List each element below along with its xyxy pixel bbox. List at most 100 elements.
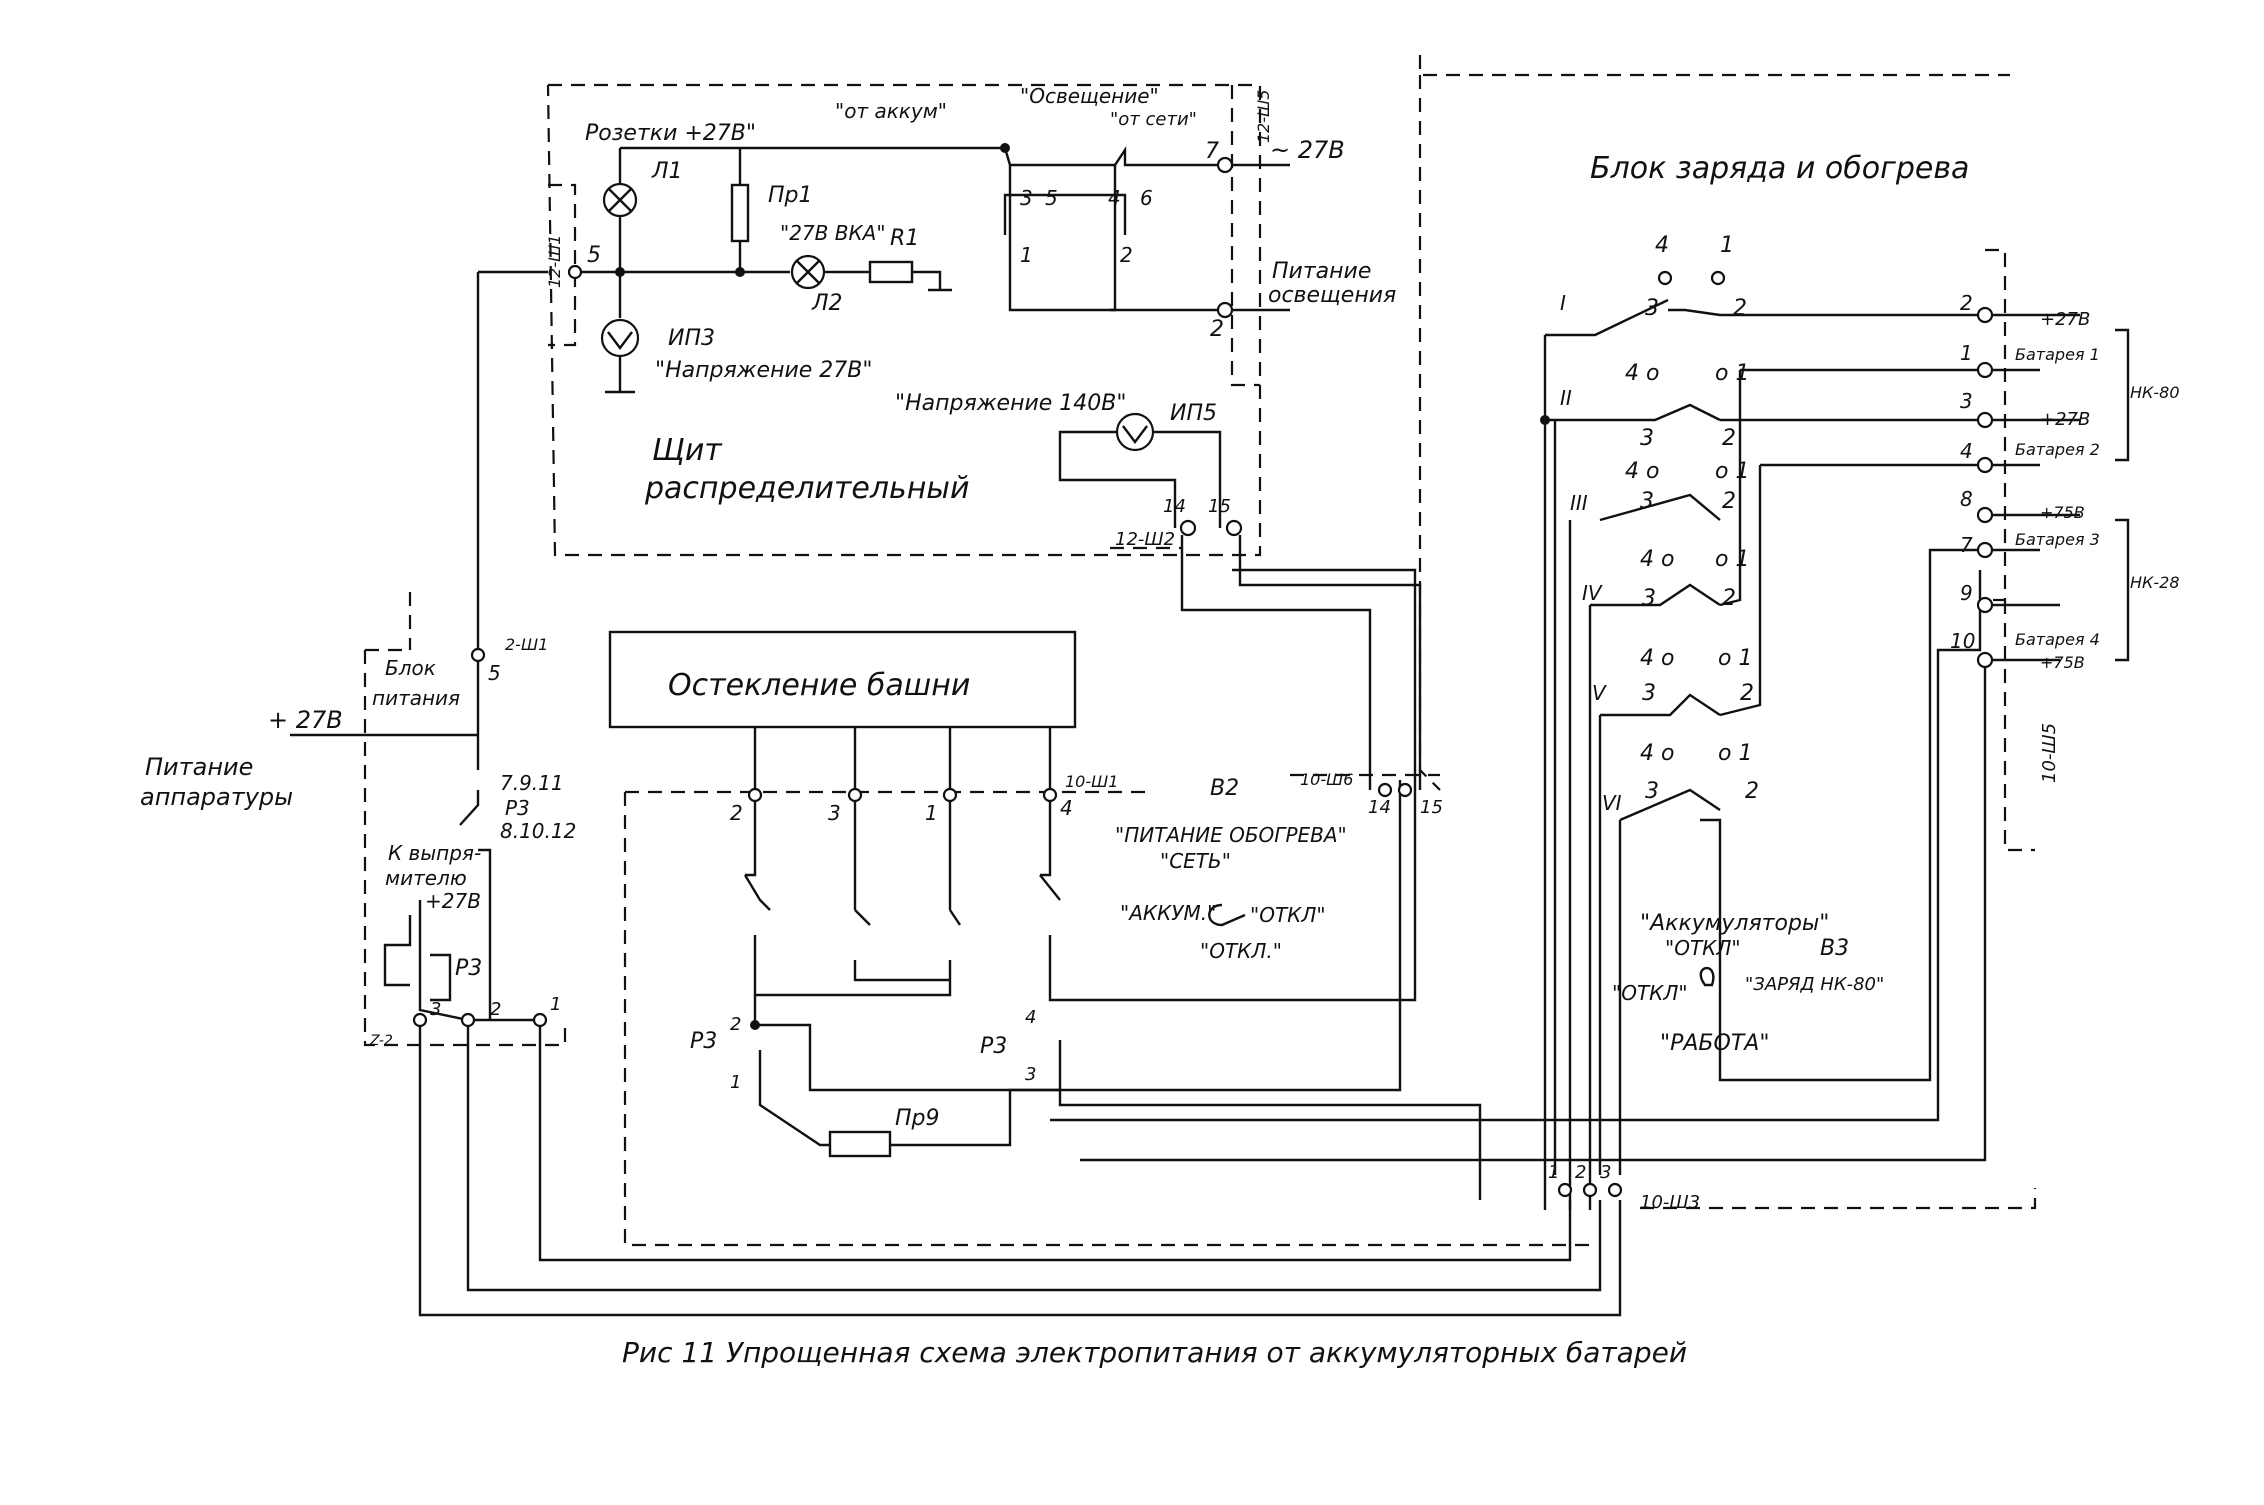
svg-text:II: II — [1560, 386, 1572, 410]
svg-text:VI: VI — [1602, 791, 1622, 815]
glazing-box: Остекление башни — [608, 630, 1077, 729]
svg-text:Питание: Питание — [1272, 259, 1371, 284]
svg-text:Питание: Питание — [145, 753, 253, 781]
svg-text:10-Ш5: 10-Ш5 — [2039, 723, 2060, 783]
svg-text:7: 7 — [1205, 139, 1219, 164]
svg-text:10: 10 — [1950, 629, 1975, 653]
svg-text:1: 1 — [730, 1072, 741, 1093]
svg-text:+75В: +75В — [2040, 653, 2085, 672]
svg-text:"27В ВКА": "27В ВКА" — [780, 221, 886, 245]
svg-text:+27В: +27В — [2040, 409, 2090, 430]
svg-text:8: 8 — [1960, 487, 1973, 511]
svg-text:"РАБОТА": "РАБОТА" — [1660, 1031, 1769, 1056]
svg-text:питания: питания — [372, 686, 460, 710]
svg-text:ИП3: ИП3 — [668, 326, 715, 351]
svg-text:12-Ш1: 12-Ш1 — [545, 235, 564, 288]
svg-text:7: 7 — [1960, 533, 1973, 557]
svg-text:4: 4 — [1960, 439, 1973, 463]
svg-text:4: 4 — [1060, 796, 1073, 820]
svg-text:"ЗАРЯД НК-80": "ЗАРЯД НК-80" — [1745, 974, 1884, 995]
voltmeter-ip3-icon — [600, 318, 640, 358]
svg-text:4 o: 4 o — [1640, 646, 1674, 671]
svg-text:"ПИТАНИЕ ОБОГРЕВА": "ПИТАНИЕ ОБОГРЕВА" — [1115, 823, 1347, 847]
svg-text:5: 5 — [488, 661, 501, 685]
svg-text:"ОТКЛ": "ОТКЛ" — [1665, 936, 1741, 960]
svg-text:12-Ш2: 12-Ш2 — [1115, 529, 1175, 550]
fuse-pr1-icon — [730, 183, 750, 243]
battery-terminals: 2 1 3 4 8 7 9 10 +27В Батарея 1 +27В Бат… — [1950, 291, 2180, 783]
svg-text:3: 3 — [1960, 389, 1973, 413]
svg-text:5: 5 — [587, 243, 601, 268]
svg-text:R1: R1 — [890, 226, 919, 251]
svg-text:15: 15 — [1208, 496, 1231, 517]
svg-text:III: III — [1570, 491, 1588, 515]
svg-text:Розетки +27В": Розетки +27В" — [585, 121, 756, 146]
svg-text:4 o: 4 o — [1625, 459, 1659, 484]
svg-text:Л2: Л2 — [811, 291, 843, 316]
svg-text:Блок заряда и обогрева: Блок заряда и обогрева — [1590, 151, 1969, 186]
svg-text:o 1: o 1 — [1715, 459, 1749, 484]
svg-text:2-Ш1: 2-Ш1 — [505, 635, 548, 654]
svg-text:Пр9: Пр9 — [895, 1106, 940, 1131]
svg-text:o 1: o 1 — [1715, 361, 1749, 386]
svg-text:2: 2 — [730, 1014, 741, 1035]
svg-text:8.10.12: 8.10.12 — [500, 819, 576, 843]
svg-text:4: 4 — [1655, 233, 1669, 258]
switch-b2-block: 2 3 1 4 В2 10-Ш1 10-Ш6 14 15 "ПИТАНИЕ ОБ… — [623, 535, 1590, 1247]
svg-text:2: 2 — [1745, 779, 1759, 804]
svg-text:"ОТКЛ": "ОТКЛ" — [1250, 903, 1326, 927]
svg-text:НК-28: НК-28 — [2130, 573, 2180, 592]
svg-text:3: 3 — [1645, 296, 1659, 321]
svg-text:+27В: +27В — [2040, 309, 2090, 330]
svg-text:Блок: Блок — [385, 656, 436, 680]
svg-text:"Аккумуляторы": "Аккумуляторы" — [1640, 911, 1829, 936]
panel-title-line2: распределительный — [644, 471, 970, 506]
svg-text:4 o: 4 o — [1640, 547, 1674, 572]
svg-text:15: 15 — [1420, 797, 1443, 818]
svg-text:Пр1: Пр1 — [768, 183, 813, 208]
fuse-pr9-icon — [828, 1130, 892, 1158]
svg-text:2: 2 — [1210, 317, 1224, 342]
svg-text:Р3: Р3 — [455, 956, 482, 981]
distribution-panel: Щит распределительный 5 — [545, 83, 1396, 557]
svg-text:1: 1 — [550, 994, 561, 1015]
svg-text:1: 1 — [1960, 341, 1973, 365]
svg-text:4: 4 — [1108, 186, 1121, 210]
svg-text:1: 1 — [1020, 243, 1033, 267]
svg-text:3: 3 — [1020, 186, 1033, 210]
svg-text:"АККУМ.": "АККУМ." — [1120, 901, 1216, 925]
svg-text:"от сети": "от сети" — [1110, 109, 1197, 130]
svg-text:3: 3 — [1025, 1064, 1036, 1085]
svg-text:Р3: Р3 — [980, 1034, 1007, 1059]
svg-text:ИП5: ИП5 — [1170, 401, 1217, 426]
svg-text:3: 3 — [430, 999, 441, 1020]
svg-text:4 o: 4 o — [1640, 741, 1674, 766]
svg-text:10-Ш6: 10-Ш6 — [1300, 770, 1353, 789]
svg-text:3: 3 — [1640, 426, 1654, 451]
svg-text:аппаратуры: аппаратуры — [140, 783, 293, 811]
svg-text:+75В: +75В — [2040, 503, 2085, 522]
svg-text:4: 4 — [1025, 1007, 1036, 1028]
svg-text:НК-80: НК-80 — [2130, 383, 2180, 402]
svg-text:2: 2 — [490, 999, 501, 1020]
svg-text:"ОТКЛ.": "ОТКЛ." — [1200, 939, 1282, 963]
svg-text:Р3: Р3 — [690, 1029, 717, 1054]
switch-b3-ladder: 4 1 3 2 4 o o 1 3 2 4 o o 1 3 2 4 o o 1 … — [1050, 233, 1987, 1175]
svg-text:2: 2 — [730, 801, 743, 825]
svg-text:3: 3 — [1642, 586, 1656, 611]
charge-block: Блок заряда и обогрева 4 1 — [1050, 55, 2180, 1210]
svg-text:"СЕТЬ": "СЕТЬ" — [1160, 849, 1231, 873]
svg-text:Р3: Р3 — [505, 796, 530, 820]
resistor-r1-icon — [868, 260, 914, 284]
svg-text:10-Ш1: 10-Ш1 — [1065, 772, 1118, 791]
svg-text:Z-2: Z-2 — [369, 1033, 393, 1049]
svg-text:3: 3 — [828, 801, 841, 825]
svg-text:o 1: o 1 — [1718, 741, 1752, 766]
svg-text:3: 3 — [1642, 681, 1656, 706]
svg-text:o 1: o 1 — [1718, 646, 1752, 671]
svg-text:3: 3 — [1640, 489, 1654, 514]
svg-text:"Напряжение 140В": "Напряжение 140В" — [895, 391, 1127, 416]
svg-text:2: 2 — [1960, 291, 1973, 315]
svg-text:Батарея 1: Батарея 1 — [2015, 345, 2100, 364]
